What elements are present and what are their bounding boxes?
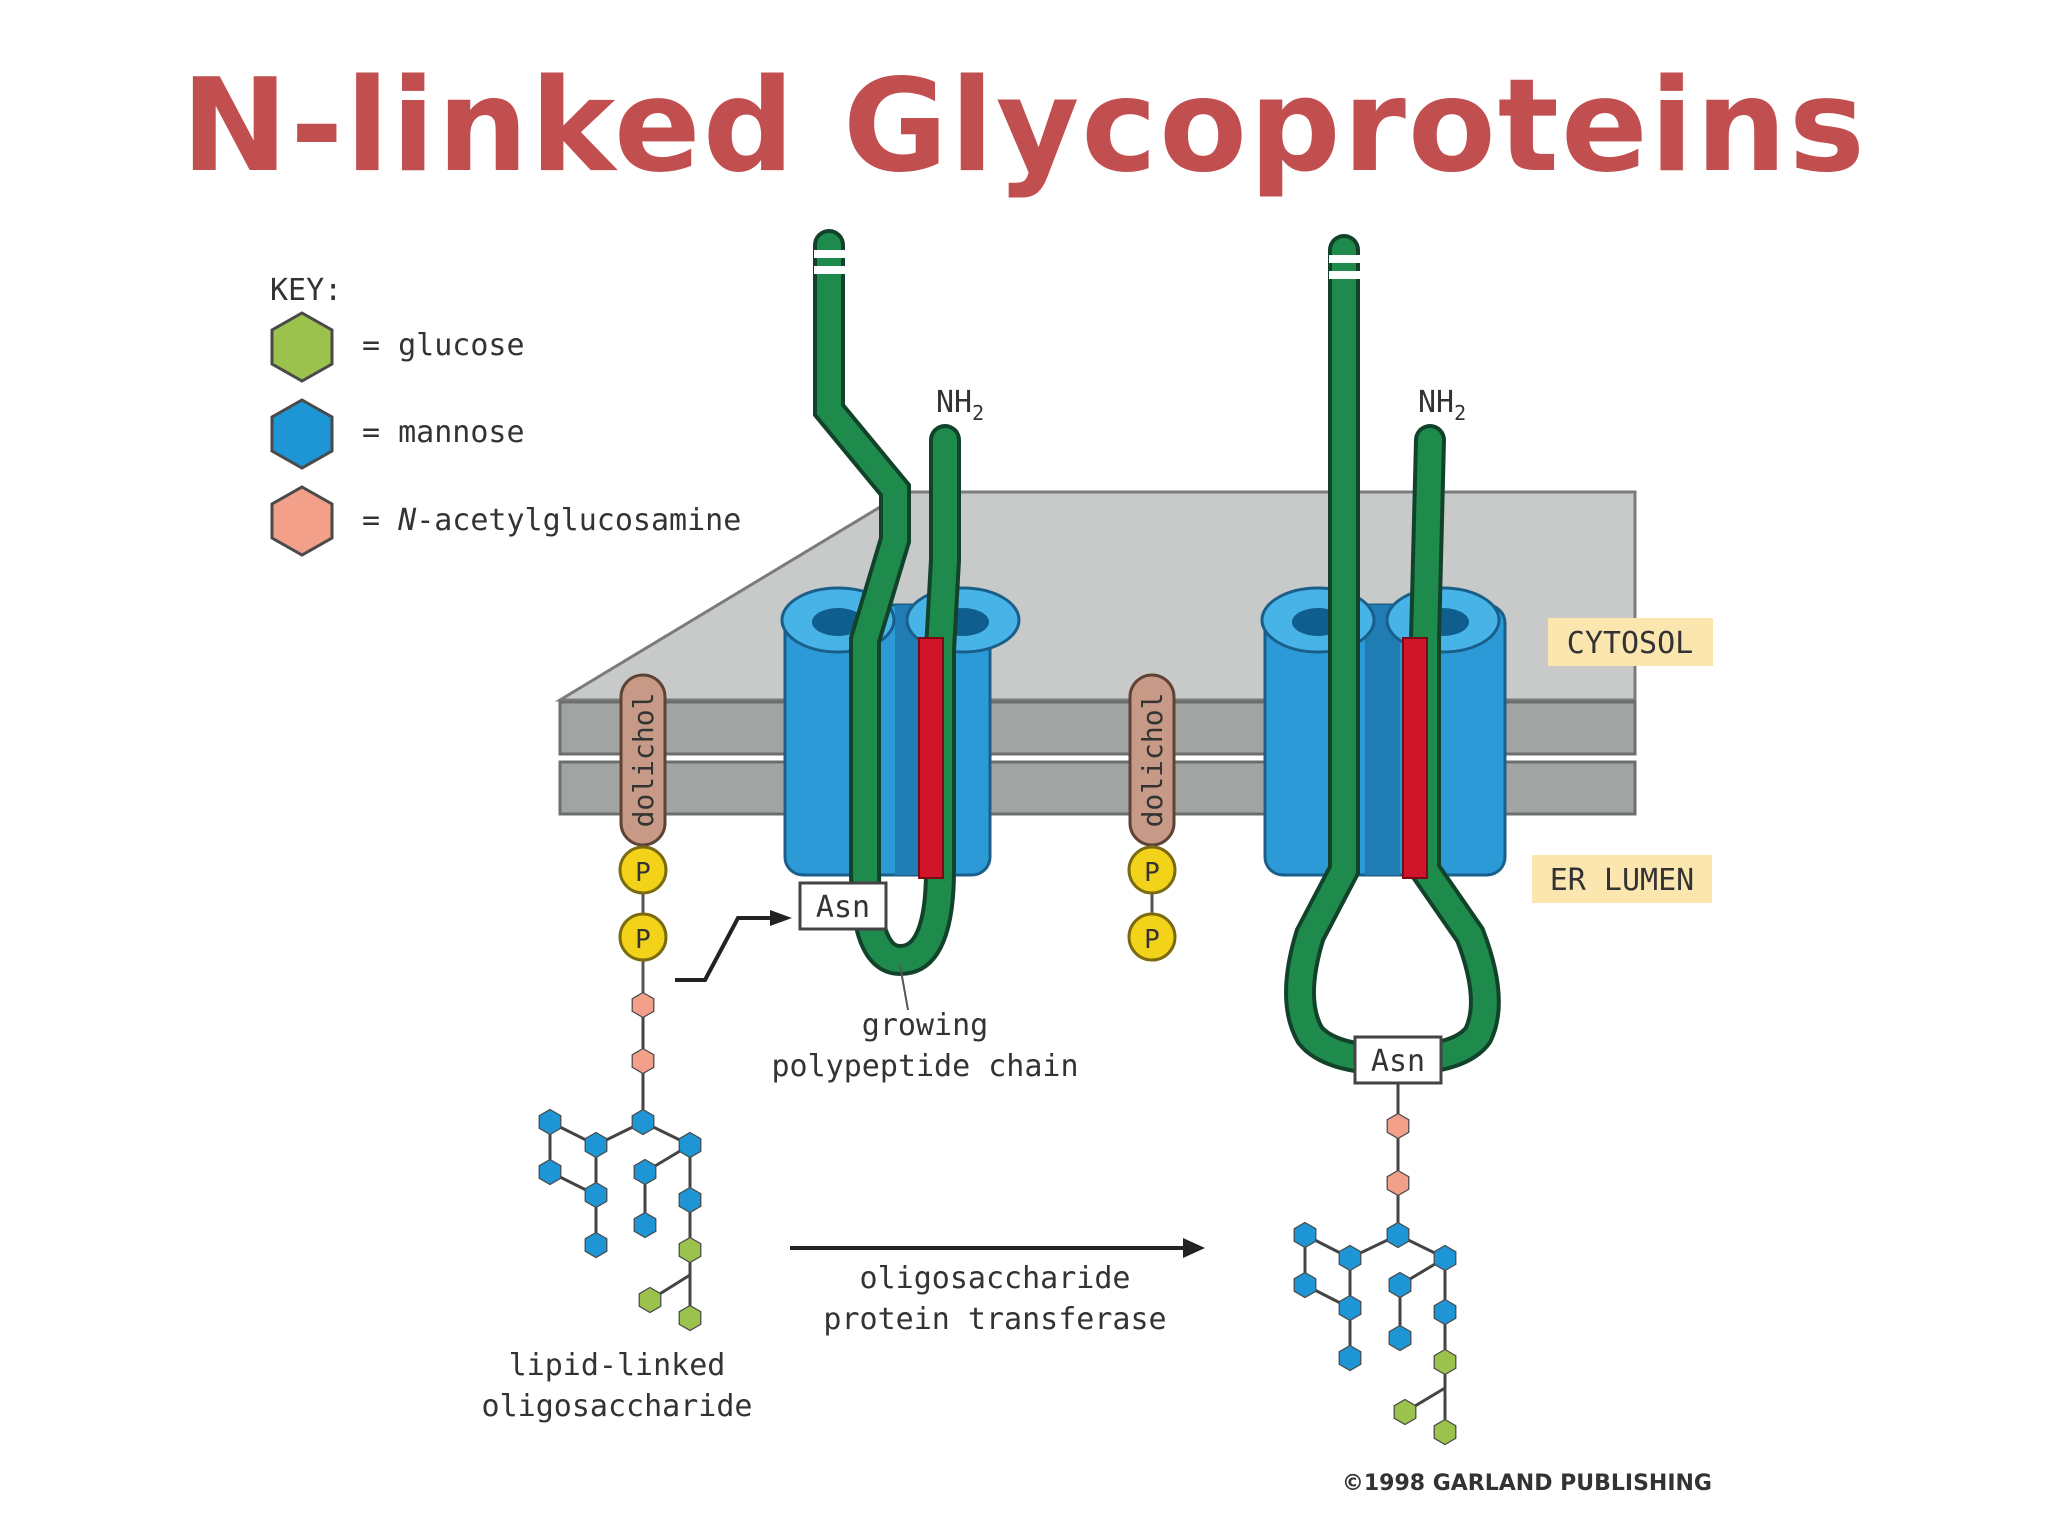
mannose-sugar-icon — [584, 1131, 608, 1159]
phosphate-left-1 — [618, 845, 668, 895]
copyright-notice: ©1998 GARLAND PUBLISHING — [1342, 1471, 1712, 1496]
mannose-sugar-icon — [1338, 1294, 1362, 1322]
glucose-sugar-icon — [1393, 1398, 1417, 1426]
key-mannose-label: = mannose — [362, 415, 525, 450]
phosphate-label-middle-2: P — [1144, 925, 1160, 955]
asn-box-left — [798, 881, 888, 931]
mannose-sugar-icon — [633, 1158, 657, 1186]
lipid-linked-label-line2: oligosaccharide — [482, 1389, 753, 1424]
cytosol-label: CYTOSOL — [1567, 626, 1693, 661]
lipid-linked-oligosaccharide — [548, 1010, 692, 1318]
phosphate-label-middle-1: P — [1144, 858, 1160, 888]
asn-label-right: Asn — [1371, 1044, 1425, 1079]
phosphate-left-2 — [618, 912, 668, 962]
glucose-key-icon — [270, 311, 334, 383]
phosphate-middle-2 — [1127, 912, 1177, 962]
mannose-key-icon — [270, 398, 334, 470]
nh2-label-left: NH2 — [936, 385, 984, 425]
key-nag-label: = N-acetylglucosamine — [362, 503, 741, 538]
nag-sugar-icon — [631, 991, 655, 1019]
dolichol-anchor-left: dolichol — [619, 673, 667, 847]
key-heading: KEY: — [270, 273, 342, 308]
asn-label-left: Asn — [816, 890, 870, 925]
mannose-sugar-icon — [1388, 1271, 1412, 1299]
glucose-sugar-icon — [1433, 1348, 1457, 1376]
mannose-sugar-icon — [1433, 1298, 1457, 1326]
mannose-sugar-icon — [1293, 1271, 1317, 1299]
mannose-sugar-icon — [678, 1186, 702, 1214]
transfer-arrow — [675, 916, 770, 982]
nag-sugar-icon — [1386, 1169, 1410, 1197]
translocon-channel-right — [1260, 586, 1507, 877]
mannose-sugar-icon — [1338, 1244, 1362, 1272]
lipid-linked-oligosaccharide-sugars — [538, 991, 702, 1332]
glucose-sugar-icon — [1433, 1418, 1457, 1446]
lipid-linked-label-line1: lipid-linked — [509, 1348, 726, 1383]
mannose-sugar-icon — [584, 1181, 608, 1209]
mannose-sugar-icon — [1338, 1344, 1362, 1372]
enzyme-label-line2: protein transferase — [823, 1302, 1166, 1337]
growing-chain-label-line2: polypeptide chain — [771, 1049, 1078, 1084]
phosphate-label-left-1: P — [635, 858, 651, 888]
mannose-sugar-icon — [678, 1131, 702, 1159]
glucose-sugar-icon — [638, 1286, 662, 1314]
mannose-sugar-icon — [1388, 1324, 1412, 1352]
mannose-sugar-icon — [1433, 1244, 1457, 1272]
phosphate-label-left-2: P — [635, 925, 651, 955]
nag-sugar-icon — [1386, 1112, 1410, 1140]
glucose-sugar-icon — [678, 1304, 702, 1332]
protein-linked-oligosaccharide — [1303, 1083, 1447, 1432]
dolichol-anchor-middle: dolichol — [1128, 673, 1176, 847]
mannose-sugar-icon — [584, 1231, 608, 1259]
mannose-sugar-icon — [1386, 1221, 1410, 1249]
dolichol-label-left: dolichol — [627, 693, 660, 828]
dolichol-label-middle: dolichol — [1136, 693, 1169, 828]
key-glucose-label: = glucose — [362, 328, 525, 363]
page-title: N-linked Glycoproteins — [181, 52, 1867, 201]
mannose-sugar-icon — [1293, 1221, 1317, 1249]
key-legend: KEY: = glucose = mannose = N-acetylgluco… — [270, 273, 741, 557]
er-lumen-label: ER LUMEN — [1550, 863, 1695, 898]
nag-sugar-icon — [631, 1047, 655, 1075]
nh2-label-right: NH2 — [1418, 385, 1466, 425]
translocon-channel-left — [780, 586, 1021, 877]
glucose-sugar-icon — [678, 1236, 702, 1264]
n-acetylglucosamine-key-icon — [270, 485, 334, 557]
phosphate-middle-1 — [1127, 845, 1177, 895]
growing-polypeptide-left — [813, 229, 961, 977]
mannose-sugar-icon — [538, 1158, 562, 1186]
enzyme-label-line1: oligosaccharide — [860, 1261, 1131, 1296]
mannose-sugar-icon — [538, 1108, 562, 1136]
mannose-sugar-icon — [631, 1108, 655, 1136]
growing-chain-label-line1: growing — [862, 1008, 988, 1043]
mannose-sugar-icon — [633, 1211, 657, 1239]
